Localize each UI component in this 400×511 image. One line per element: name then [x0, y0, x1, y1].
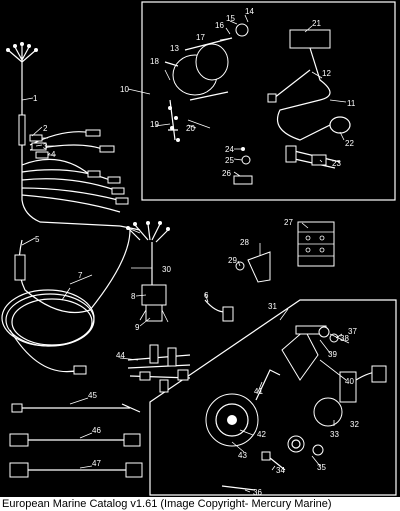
callout-16: 16	[215, 21, 224, 30]
callout-36: 36	[253, 488, 262, 497]
callout-43: 43	[238, 451, 247, 460]
callout-37: 37	[348, 327, 357, 336]
callout-26: 26	[222, 169, 231, 178]
callout-4: 4	[51, 150, 56, 159]
callout-41: 41	[254, 387, 263, 396]
callout-23: 23	[332, 159, 341, 168]
callout-31: 31	[268, 302, 277, 311]
callout-5: 5	[35, 235, 40, 244]
harness-11-12	[267, 29, 351, 169]
callout-34: 34	[276, 466, 285, 475]
coiled-harness	[1, 289, 95, 375]
callout-19: 19	[150, 120, 159, 129]
callout-1: 1	[33, 94, 38, 103]
small-parts-24-25-26	[233, 147, 253, 185]
callout-14: 14	[245, 7, 254, 16]
sender-32	[313, 365, 387, 427]
callout-18: 18	[150, 57, 159, 66]
group-box-10	[141, 1, 396, 201]
leader-lines	[21, 14, 350, 493]
callout-7: 7	[78, 271, 83, 280]
relay-assembly	[126, 221, 170, 323]
callout-30: 30	[162, 265, 171, 274]
exploded-parts-drawing: 1 2 3 4 5 6 7 8 9 10 11 12 13 14 15 16 1…	[1, 1, 397, 497]
callout-28: 28	[240, 238, 249, 247]
callout-44: 44	[116, 351, 125, 360]
callout-3: 3	[43, 142, 48, 151]
callout-22: 22	[345, 139, 354, 148]
callout-17: 17	[196, 33, 205, 42]
sensor-6	[204, 299, 234, 322]
callout-2: 2	[43, 124, 48, 133]
callout-29: 29	[228, 256, 237, 265]
callout-12: 12	[322, 69, 331, 78]
callout-33: 33	[330, 430, 339, 439]
trim-sender-assembly	[205, 325, 339, 447]
callout-15: 15	[226, 14, 235, 23]
callout-10: 10	[120, 85, 129, 94]
callout-45: 45	[88, 391, 97, 400]
callout-24: 24	[225, 145, 234, 154]
callout-6: 6	[204, 291, 209, 300]
callout-13: 13	[170, 44, 179, 53]
callout-11: 11	[347, 99, 356, 108]
image-caption: European Marine Catalog v1.61 (Image Cop…	[0, 497, 400, 511]
parts-diagram: 1 2 3 4 5 6 7 8 9 10 11 12 13 14 15 16 1…	[0, 0, 400, 497]
callout-8: 8	[131, 292, 136, 301]
bracket-28-29	[235, 251, 271, 283]
callout-27: 27	[284, 218, 293, 227]
harness-main	[6, 42, 129, 227]
harness-44	[127, 344, 191, 393]
callout-32: 32	[350, 420, 359, 429]
cables-45-46-47	[9, 403, 143, 478]
callout-38: 38	[340, 334, 349, 343]
callout-47: 47	[92, 459, 101, 468]
callout-40: 40	[345, 377, 354, 386]
callout-39: 39	[328, 350, 337, 359]
callout-46: 46	[92, 426, 101, 435]
callout-21: 21	[312, 19, 321, 28]
callout-20: 20	[186, 124, 195, 133]
gauge-assembly	[164, 23, 249, 142]
washers-33-35	[287, 435, 324, 456]
callout-9: 9	[135, 323, 140, 332]
screw-34-36	[221, 451, 286, 491]
group-box-31	[149, 299, 397, 496]
callout-35: 35	[317, 463, 326, 472]
callout-42: 42	[257, 430, 266, 439]
terminal-block-27	[297, 221, 335, 267]
callout-25: 25	[225, 156, 234, 165]
